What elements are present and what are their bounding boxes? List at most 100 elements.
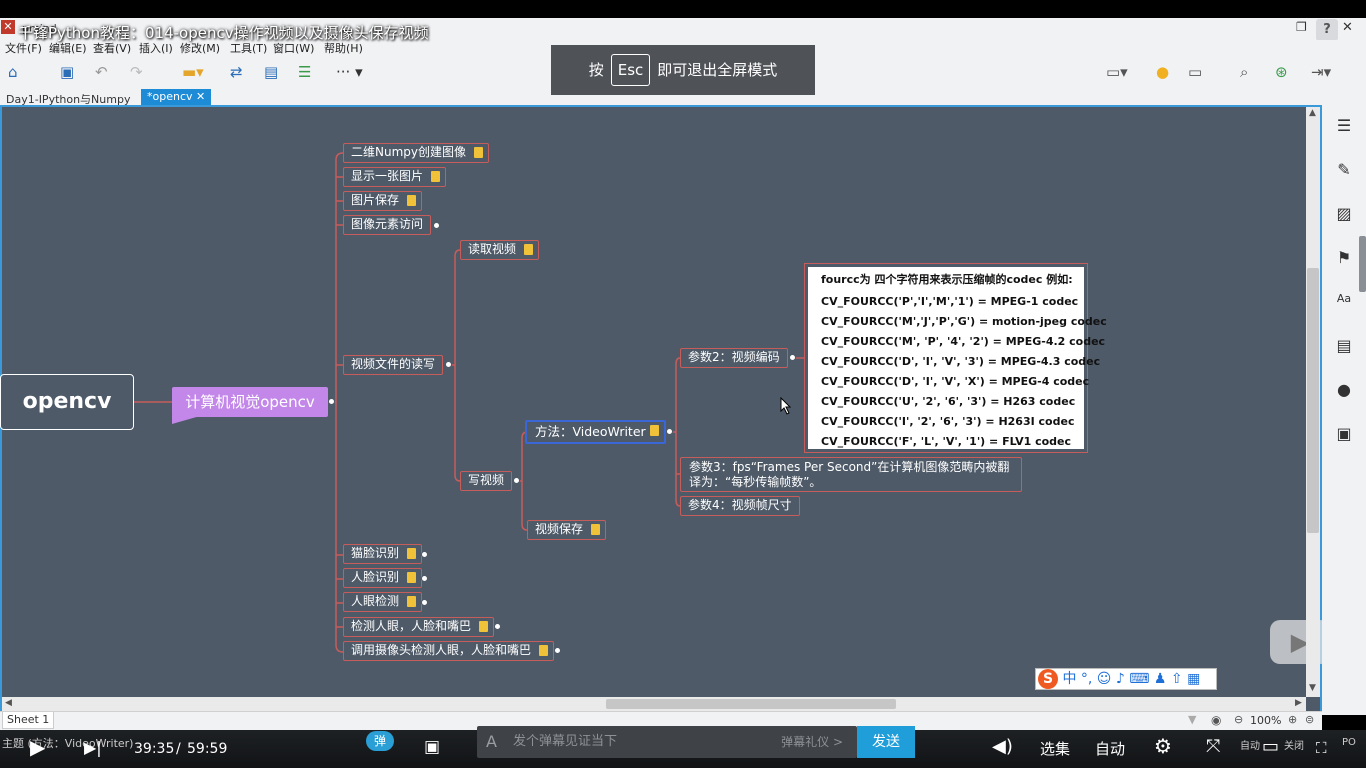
menu-modify[interactable]: 修改(M) xyxy=(180,42,221,55)
note-icon[interactable] xyxy=(524,244,534,255)
send-button[interactable]: 发送 xyxy=(857,726,915,758)
style-brush-icon[interactable]: ✎ xyxy=(1337,160,1351,179)
note-icon[interactable] xyxy=(474,147,483,158)
zoom-in-icon[interactable]: ⊕ xyxy=(1288,713,1298,726)
summary-icon[interactable]: ☰ xyxy=(298,63,312,81)
search-icon[interactable]: ⌕ xyxy=(1240,63,1249,81)
topic-camera-detect[interactable]: 调用摄像头检测人眼，人脸和嘴巴 xyxy=(343,641,555,661)
menu-edit[interactable]: 编辑(E) xyxy=(49,42,87,55)
collapse-dot[interactable] xyxy=(789,354,796,361)
note-icon[interactable] xyxy=(539,645,549,656)
menu-file[interactable]: 文件(F) xyxy=(5,42,42,55)
fullscreen-icon[interactable]: ⛶ xyxy=(1316,739,1327,757)
topic-save-image[interactable]: 图片保存 xyxy=(343,191,423,211)
topic-style-icon[interactable]: ▬▾ xyxy=(182,63,204,81)
menu-view[interactable]: 查看(V) xyxy=(93,42,132,55)
redo-icon[interactable]: ↷ xyxy=(130,63,143,81)
menu-window[interactable]: 窗口(W) xyxy=(273,42,315,55)
expand-dot[interactable] xyxy=(421,599,428,606)
settings-gear-icon[interactable]: ⚙ xyxy=(1154,734,1172,758)
menu-tools[interactable]: 工具(T) xyxy=(230,42,268,55)
note-icon[interactable] xyxy=(407,195,417,206)
topic-video-read-write[interactable]: 视频文件的读写 xyxy=(343,355,444,375)
home-icon[interactable]: ⌂ xyxy=(8,63,18,81)
scroll-left-icon[interactable]: ◀ xyxy=(5,698,12,708)
episodes-button[interactable]: 选集 xyxy=(1040,740,1071,758)
close-icon[interactable]: ✕ xyxy=(1342,20,1353,35)
note-icon[interactable] xyxy=(431,171,441,182)
topic-numpy-create-image[interactable]: 二维Numpy创建图像 xyxy=(343,143,489,163)
topic-param4-frame-size[interactable]: 参数4：视频帧尺寸 xyxy=(680,496,800,516)
danmu-toggle[interactable]: 弹 xyxy=(366,731,394,751)
more-icon[interactable]: ··· ▾ xyxy=(336,63,363,81)
relationship-icon[interactable]: ⇄ xyxy=(230,63,243,81)
ime-toolbar[interactable]: S 中 °, ☺ ♪ ⌨ ♟ ⇧ ▦ xyxy=(1035,668,1217,690)
expand-dot[interactable] xyxy=(421,551,428,558)
topic-detect-eye-face-mouth[interactable]: 检测人眼，人脸和嘴巴 xyxy=(343,617,495,637)
play-icon[interactable]: ▶ xyxy=(30,735,46,759)
undo-icon[interactable]: ↶ xyxy=(95,63,108,81)
eye-icon[interactable]: ◉ xyxy=(1211,713,1222,727)
next-icon[interactable]: ▶| xyxy=(84,738,102,757)
topic-video-save[interactable]: 视频保存 xyxy=(527,520,607,540)
note-icon[interactable] xyxy=(407,572,417,583)
topic-param2-codec[interactable]: 参数2：视频编码 xyxy=(680,348,788,368)
topic-write-video[interactable]: 写视频 xyxy=(460,471,513,491)
fourcc-note-topic[interactable]: fourcc为 四个字符用来表示压缩帧的codec 例如: CV_FOURCC(… xyxy=(804,263,1107,453)
comment-icon[interactable]: ● xyxy=(1337,380,1351,399)
tab-day1[interactable]: Day1-IPython与Numpy xyxy=(6,93,131,106)
widescreen-icon[interactable]: ▭ xyxy=(1262,736,1280,757)
scroll-down-icon[interactable]: ▼ xyxy=(1309,683,1316,693)
outline-icon[interactable]: ▭ xyxy=(1188,63,1203,81)
volume-icon[interactable]: ◀) xyxy=(992,736,1013,757)
sheet-tab[interactable]: Sheet 1 xyxy=(2,712,55,729)
marker-flag-icon[interactable]: ⚑ xyxy=(1336,248,1352,267)
collapse-dot[interactable] xyxy=(513,477,520,484)
ime-mode[interactable]: 中 xyxy=(1062,671,1077,687)
filter-icon[interactable]: ▼ xyxy=(1188,713,1197,726)
menu-insert[interactable]: 插入(I) xyxy=(139,42,173,55)
topic-cat-face[interactable]: 猫脸识别 xyxy=(343,544,423,564)
sidebar-collapse-handle[interactable] xyxy=(1359,236,1366,292)
help-icon[interactable]: ? xyxy=(1316,19,1338,41)
topic-param3-fps[interactable]: 参数3：fps“Frames Per Second”在计算机图像范畴内被翻译为：… xyxy=(680,457,1022,492)
topic-show-image[interactable]: 显示一张图片 xyxy=(343,167,447,187)
format-panel-icon[interactable]: ☰ xyxy=(1336,116,1352,135)
zoom-out-icon[interactable]: ⊖ xyxy=(1234,713,1244,726)
boundary-icon[interactable]: ▤ xyxy=(264,63,279,81)
vertical-scroll-thumb[interactable] xyxy=(1307,268,1319,533)
expand-dot[interactable] xyxy=(494,623,501,630)
expand-dot[interactable] xyxy=(554,647,561,654)
note-icon[interactable] xyxy=(650,425,659,436)
tab-close-icon[interactable]: ✕ xyxy=(196,90,206,103)
label-icon[interactable]: Aa xyxy=(1336,292,1352,305)
share-icon[interactable]: ⊛ xyxy=(1275,63,1288,81)
save-icon[interactable]: ▣ xyxy=(60,63,75,81)
note-icon[interactable] xyxy=(591,524,601,535)
note-icon[interactable] xyxy=(479,621,489,632)
topic-read-video[interactable]: 读取视频 xyxy=(460,240,540,260)
restore-icon[interactable]: ❐ xyxy=(1296,20,1307,34)
fit-icon[interactable]: ⊜ xyxy=(1305,713,1315,726)
expand-dot[interactable] xyxy=(421,575,428,582)
quality-button[interactable]: 自动 xyxy=(1095,740,1126,758)
danmu-etiquette-link[interactable]: 弹幕礼仪 > xyxy=(781,735,843,749)
main-topic-computer-vision[interactable]: 计算机视觉opencv xyxy=(172,387,328,417)
topic-eye-detection[interactable]: 人眼检测 xyxy=(343,592,423,612)
pip-icon[interactable]: ⤧ xyxy=(1206,736,1221,757)
danmu-input[interactable]: 发个弹幕见证当下弹幕礼仪 > xyxy=(477,726,857,758)
danmu-style-icon[interactable]: A xyxy=(486,732,497,751)
topic-videowriter-selected[interactable]: 方法：VideoWriter xyxy=(525,420,666,444)
task-icon[interactable]: ▣ xyxy=(1336,424,1352,443)
play-overlay-icon[interactable]: ▶ xyxy=(1270,620,1330,664)
expand-dot[interactable] xyxy=(433,222,440,229)
export-icon[interactable]: ⇥▾ xyxy=(1311,63,1332,81)
horizontal-scroll-thumb[interactable] xyxy=(606,699,896,709)
image-icon[interactable]: ▨ xyxy=(1336,204,1352,223)
scroll-up-icon[interactable]: ▲ xyxy=(1309,108,1316,118)
note-icon[interactable] xyxy=(407,596,417,607)
tab-opencv[interactable]: *opencv ✕ xyxy=(141,89,212,105)
idea-bulb-icon[interactable]: ● xyxy=(1156,63,1170,81)
topic-face-recognition[interactable]: 人脸识别 xyxy=(343,568,423,588)
topic-pixel-access[interactable]: 图像元素访问 xyxy=(343,215,432,235)
